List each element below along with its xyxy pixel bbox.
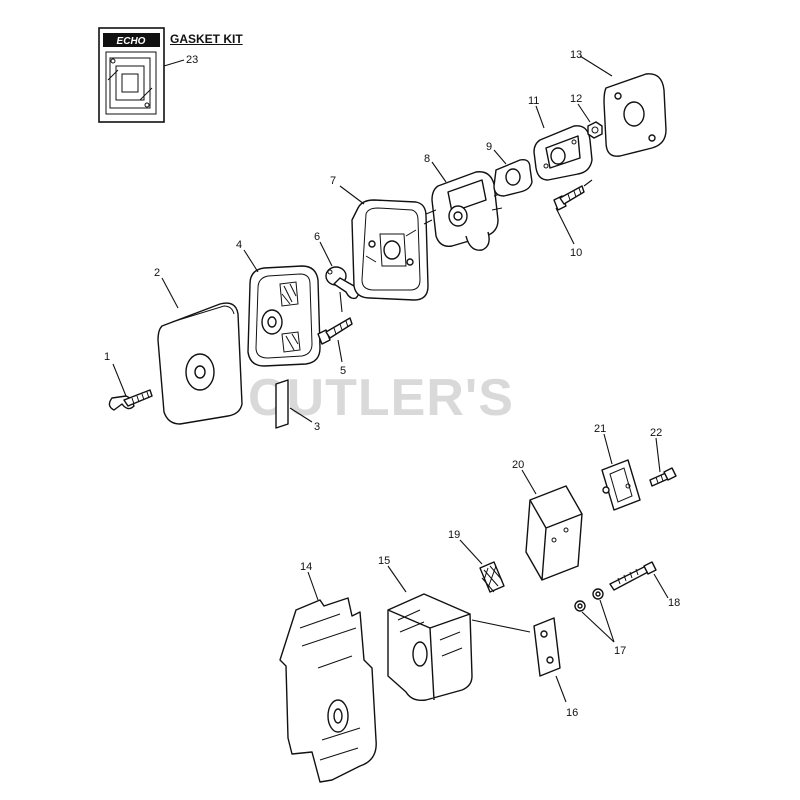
callout-11: 11 [528, 95, 539, 107]
gasket-kit-box: ECHO [98, 27, 165, 123]
callout-22: 22 [650, 427, 662, 439]
leader-lines [112, 55, 669, 703]
callout-4: 4 [236, 239, 242, 251]
echo-logo: ECHO [117, 36, 146, 47]
part-15-muffler [387, 593, 531, 702]
part-4-filter-element [247, 265, 321, 367]
callout-6: 6 [314, 231, 320, 243]
callout-7: 7 [330, 175, 336, 187]
part-13-gasket [603, 73, 667, 157]
callout-12: 12 [570, 93, 582, 105]
part-9-gasket [493, 158, 533, 197]
callout-2: 2 [154, 267, 160, 279]
part-16-plate [533, 617, 561, 677]
callout-9: 9 [486, 141, 492, 153]
part-20-cover [525, 485, 583, 581]
callout-10: 10 [570, 247, 582, 259]
part-11-insulator [533, 125, 593, 181]
part-17-washers [574, 588, 604, 612]
callout-16: 16 [566, 707, 578, 719]
part-7-air-cleaner-case [351, 199, 429, 301]
callout-8: 8 [424, 153, 430, 165]
part-2-air-cleaner-cover [157, 302, 243, 425]
callout-5: 5 [340, 365, 346, 377]
callout-15: 15 [378, 555, 390, 567]
callout-18: 18 [668, 597, 680, 609]
part-10-screw [553, 179, 593, 211]
part-22-screw [649, 467, 677, 487]
part-12-nut [587, 121, 603, 139]
callout-19: 19 [448, 529, 460, 541]
part-21-bracket [601, 459, 641, 511]
part-18-bolt [609, 561, 657, 591]
part-1-wing-bolt [108, 389, 153, 411]
gasket-kit-title: GASKET KIT [170, 32, 243, 46]
part-5-bolt [317, 317, 353, 345]
callout-21: 21 [594, 423, 606, 435]
watermark: CUTLER'S [248, 369, 514, 427]
part-3-strip [275, 379, 289, 429]
callout-17: 17 [614, 645, 626, 657]
callout-14: 14 [300, 561, 312, 573]
part-19-screen [479, 561, 505, 593]
part-14-heat-shield [279, 597, 377, 783]
callout-23: 23 [186, 54, 198, 66]
callout-1: 1 [104, 351, 110, 363]
callout-20: 20 [512, 459, 524, 471]
part-8-carburetor [423, 171, 507, 251]
callout-3: 3 [314, 421, 320, 433]
callout-13: 13 [570, 49, 582, 61]
